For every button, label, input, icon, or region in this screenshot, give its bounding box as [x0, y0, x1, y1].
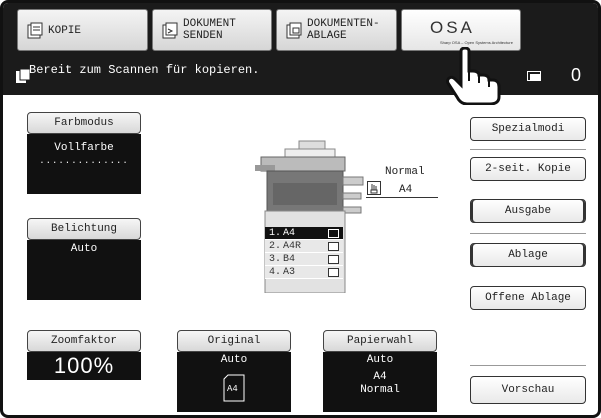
- farbmodus-value: Vollfarbe: [54, 142, 114, 154]
- mode-tab-bar: KOPIE DOKUMENT SENDEN DOKUMENTEN- ABLAGE…: [3, 3, 598, 57]
- output-paper-size: A4: [399, 184, 413, 196]
- tray-4-paper-icon: [328, 268, 339, 277]
- belichtung-value: Auto: [70, 243, 98, 255]
- farbmodus-dots: ··············: [39, 158, 129, 168]
- original-value: Auto: [220, 354, 248, 366]
- original-paper-icon: A4: [223, 374, 245, 402]
- tray-2-paper: A4R: [283, 241, 302, 252]
- tray-2-paper-icon: [328, 242, 339, 251]
- output-leader-line: [366, 197, 438, 198]
- tray-1[interactable]: 1.A4: [265, 227, 343, 240]
- tray-4[interactable]: 4.A3: [265, 266, 343, 279]
- tab-dokumenten-ablage[interactable]: DOKUMENTEN- ABLAGE: [276, 9, 397, 51]
- papierwahl-button[interactable]: Papierwahl: [323, 330, 437, 352]
- send-document-icon: [162, 22, 178, 39]
- farbmodus-panel[interactable]: Vollfarbe ··············: [27, 134, 141, 194]
- belichtung-panel[interactable]: Auto: [27, 240, 141, 300]
- tab-kopie[interactable]: KOPIE: [17, 9, 148, 51]
- document-filing-icon: [286, 22, 302, 39]
- status-bar: Bereit zum Scannen für kopieren. 0: [3, 57, 598, 95]
- zoomfaktor-value[interactable]: 100%: [27, 352, 141, 380]
- tray-4-number: 4.: [269, 267, 282, 278]
- tray-3-paper-icon: [328, 255, 339, 264]
- tray-3-number: 3.: [269, 254, 282, 265]
- right-divider-3: [470, 365, 586, 366]
- tray-3[interactable]: 3.B4: [265, 253, 343, 266]
- duplex-copy-button[interactable]: 2-seit. Kopie: [470, 157, 586, 181]
- spezialmodi-button[interactable]: Spezialmodi: [470, 117, 586, 141]
- status-message: Bereit zum Scannen für kopieren.: [29, 63, 260, 77]
- output-tray-hand-icon: [367, 181, 381, 195]
- original-panel[interactable]: Auto A4: [177, 352, 291, 412]
- ablage-button[interactable]: Ablage: [470, 243, 586, 267]
- papierwahl-panel[interactable]: Auto A4 Normal: [323, 352, 437, 412]
- copy-icon: [27, 22, 43, 39]
- right-divider-1: [470, 149, 586, 150]
- copy-status-icon: [16, 68, 31, 83]
- tab-dokumenten-ablage-label: DOKUMENTEN- ABLAGE: [307, 18, 380, 42]
- papierwahl-value: Auto: [366, 354, 394, 366]
- osa-logo: OSA: [430, 18, 475, 37]
- right-divider-2: [470, 233, 586, 234]
- zoomfaktor-button[interactable]: Zoomfaktor: [27, 330, 141, 352]
- tab-kopie-label: KOPIE: [48, 25, 82, 37]
- job-count: 0: [571, 65, 582, 85]
- tray-1-paper: A4: [283, 228, 296, 239]
- original-paper-size: A4: [227, 384, 238, 394]
- tray-1-number: 1.: [269, 228, 282, 239]
- tray-3-paper: B4: [283, 254, 296, 265]
- belichtung-button[interactable]: Belichtung: [27, 218, 141, 240]
- vorschau-button[interactable]: Vorschau: [470, 376, 586, 404]
- tray-4-paper: A3: [283, 267, 296, 278]
- tray-2[interactable]: 2.A4R: [265, 240, 343, 253]
- farbmodus-button[interactable]: Farbmodus: [27, 112, 141, 134]
- tray-2-number: 2.: [269, 241, 282, 252]
- ausgabe-button[interactable]: Ausgabe: [470, 199, 586, 223]
- tab-dokument-senden-label: DOKUMENT SENDEN: [183, 18, 236, 42]
- tab-dokument-senden[interactable]: DOKUMENT SENDEN: [152, 9, 272, 51]
- osa-subtitle: Sharp OSA – Open Systems Architecture: [440, 40, 513, 45]
- offene-ablage-button[interactable]: Offene Ablage: [470, 286, 586, 310]
- output-paper-type: Normal: [385, 166, 425, 178]
- papierwahl-type: Normal: [360, 384, 400, 396]
- papierwahl-size: A4: [373, 371, 387, 383]
- original-button[interactable]: Original: [177, 330, 291, 352]
- paper-tray-list: 1.A4 2.A4R 3.B4 4.A3: [265, 227, 343, 279]
- tab-osa[interactable]: OSA Sharp OSA – Open Systems Architectur…: [401, 9, 521, 51]
- job-queue-icon[interactable]: [527, 71, 541, 81]
- tray-1-paper-icon: [328, 229, 339, 238]
- pointing-hand-icon: [446, 47, 501, 105]
